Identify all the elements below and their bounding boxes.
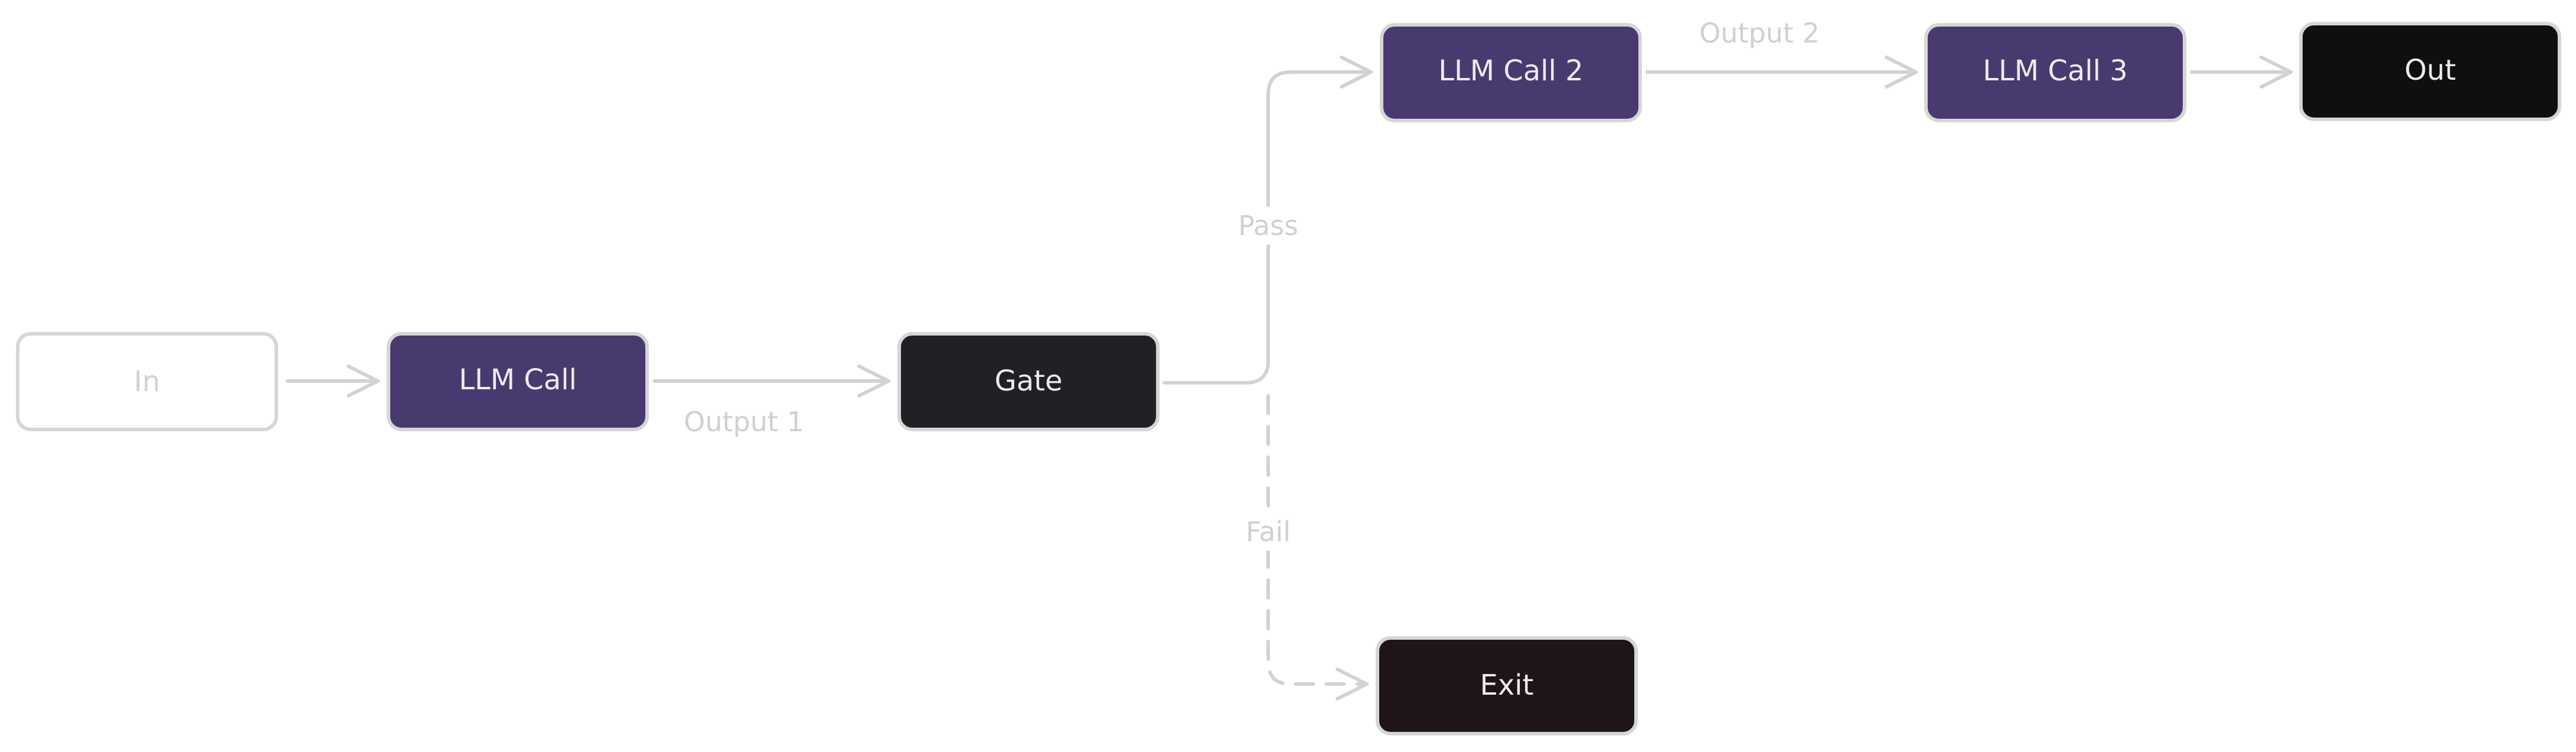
node-gate-label: Gate (995, 364, 1063, 398)
edge-llm-call-to-gate (652, 364, 890, 398)
edge-label-pass: Pass (1238, 210, 1298, 242)
node-llm-call-label: LLM Call (459, 363, 577, 396)
node-gate[interactable]: Gate (897, 332, 1160, 431)
node-llm-call[interactable]: LLM Call (387, 332, 649, 431)
node-llm-call-2-label: LLM Call 2 (1438, 54, 1584, 87)
node-out-label: Out (2404, 54, 2456, 87)
edge-llm-call-2-to-llm-call-3 (1645, 56, 1918, 89)
node-in[interactable]: In (16, 332, 278, 431)
edge-label-output-2: Output 2 (1699, 17, 1820, 49)
node-in-label: In (134, 365, 161, 398)
edge-in-to-llm-call (286, 364, 380, 398)
node-out[interactable]: Out (2299, 22, 2561, 121)
node-exit[interactable]: Exit (1376, 636, 1638, 735)
edge-gate-to-exit (1266, 394, 1369, 701)
node-llm-call-3[interactable]: LLM Call 3 (1924, 23, 2186, 122)
node-exit-label: Exit (1480, 669, 1534, 702)
node-llm-call-2[interactable]: LLM Call 2 (1380, 23, 1642, 122)
node-llm-call-3-label: LLM Call 3 (1983, 54, 2128, 87)
edge-label-output-1: Output 1 (684, 406, 804, 438)
edge-label-fail: Fail (1246, 516, 1291, 548)
edge-llm-call-3-to-out (2190, 56, 2293, 89)
